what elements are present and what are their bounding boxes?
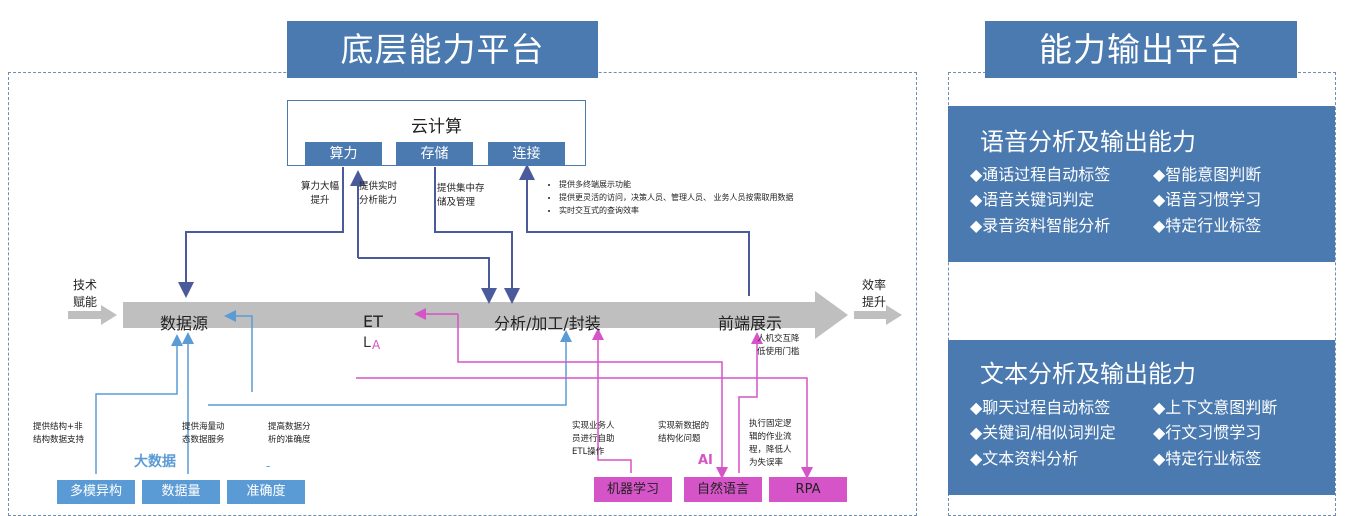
- tech-enable-label: 技术 赋能: [73, 278, 98, 309]
- bigdata-box-accuracy: 准确度: [227, 480, 305, 504]
- cloud-computing-title: 云计算: [411, 117, 462, 137]
- voice-card-title: 语音分析及输出能力: [980, 128, 1196, 156]
- right-platform-title: 能力输出平台: [985, 21, 1297, 78]
- cloud-item-connect: 连接: [488, 142, 565, 166]
- voice-feature-1: ◆通话过程自动标签: [970, 165, 1111, 184]
- ai-box-nlp: 自然语言: [684, 477, 762, 502]
- voice-feature-3: ◆录音资料智能分析: [970, 216, 1111, 235]
- connect-note-1: 提供多终端展示功能: [559, 178, 889, 191]
- text-feature-6: ◆特定行业标签: [1153, 449, 1262, 468]
- bigdata-box-volume: 数据量: [142, 480, 220, 504]
- realtime-note: 提供实时 分析能力: [359, 181, 398, 206]
- input-arrow: [68, 305, 117, 325]
- bigdata-dash: -: [266, 459, 271, 473]
- connect-note-3: 实时交互式的查询效率: [559, 204, 889, 217]
- text-feature-2: ◆关键词/相似词判定: [970, 423, 1116, 442]
- text-feature-3: ◆文本资料分析: [970, 449, 1079, 468]
- compute-note: 算力大幅 提升: [300, 181, 339, 206]
- ai-box-rpa: RPA: [769, 477, 847, 502]
- text-feature-4: ◆上下文意图判断: [1153, 398, 1278, 417]
- voice-feature-5: ◆语音习惯学习: [1153, 190, 1262, 209]
- voice-feature-4: ◆智能意图判断: [1153, 165, 1262, 184]
- connect-notes-list: 提供多终端展示功能 提供更灵活的访问，决策人员、管理人员、 业务人员按需取用数据…: [545, 178, 889, 217]
- ai-note-ml: 实现业务人 员进行自助 ETL操作: [572, 421, 615, 457]
- voice-feature-2: ◆语音关键词判定: [970, 190, 1095, 209]
- main-flow-arrow: [123, 291, 848, 339]
- bigdata-label: 大数据: [134, 454, 176, 470]
- etl-a-letter: A: [372, 338, 381, 352]
- voice-capability-card: 语音分析及输出能力 ◆通话过程自动标签 ◆语音关键词判定 ◆录音资料智能分析 ◆…: [948, 106, 1335, 262]
- bigdata-note-volume: 提供海量动 态数据服务: [182, 422, 225, 445]
- bigdata-note-accuracy: 提高数据分 析的准确度: [268, 422, 311, 445]
- connect-note-2: 提供更灵活的访问，决策人员、管理人员、 业务人员按需取用数据: [559, 191, 889, 204]
- left-platform-title: 底层能力平台: [287, 21, 598, 78]
- stage-etl-et: ET: [363, 312, 383, 331]
- storage-note: 提供集中存 储及管理: [437, 183, 485, 208]
- text-feature-5: ◆行文习惯学习: [1153, 423, 1262, 442]
- frontend-note: 人机交互降 低使用门槛: [757, 334, 800, 357]
- ai-box-ml: 机器学习: [594, 477, 672, 502]
- ai-note-rpa: 执行固定逻 辑的作业流 程，降低人 为失误率: [749, 419, 792, 468]
- efficiency-label: 效率 提升: [862, 278, 887, 309]
- stage-frontend: 前端展示: [718, 314, 783, 333]
- stage-analysis: 分析/加工/封装: [494, 314, 601, 333]
- voice-feature-6: ◆特定行业标签: [1153, 216, 1262, 235]
- text-feature-1: ◆聊天过程自动标签: [970, 398, 1111, 417]
- bigdata-note-multimodal: 提供结构+非 结构数据支持: [33, 422, 85, 445]
- stage-data-source: 数据源: [160, 314, 209, 333]
- text-card-title: 文本分析及输出能力: [980, 360, 1196, 388]
- cloud-item-compute: 算力: [305, 142, 382, 166]
- text-capability-card: 文本分析及输出能力 ◆聊天过程自动标签 ◆关键词/相似词判定 ◆文本资料分析 ◆…: [948, 340, 1335, 495]
- output-arrow: [854, 305, 902, 325]
- etl-l-letter: L: [363, 335, 371, 351]
- ai-note-nlp: 实现新数据的 结构化问题: [658, 421, 710, 444]
- bigdata-box-multimodal: 多模异构: [57, 480, 135, 504]
- cloud-item-storage: 存储: [396, 142, 473, 166]
- ai-label: AI: [698, 453, 713, 468]
